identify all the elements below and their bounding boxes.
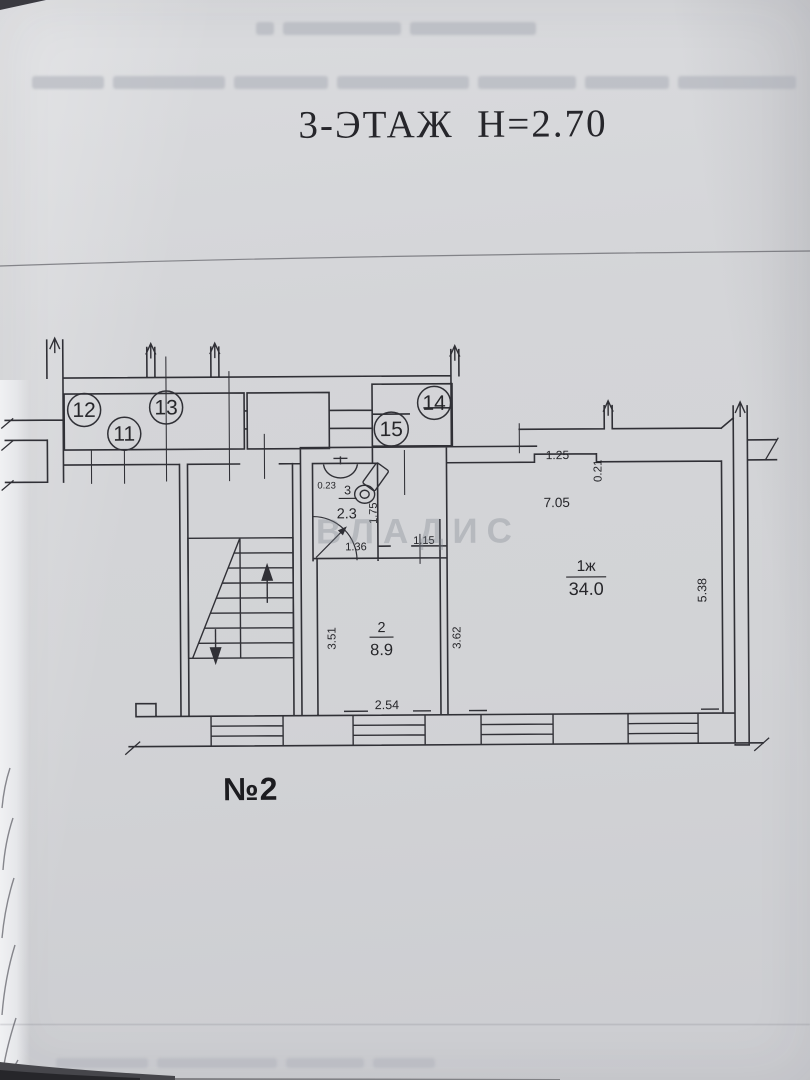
stairs-up-arrowhead [261, 562, 274, 581]
room-2-area: 8.9 [370, 641, 393, 659]
witness-lines [90, 356, 520, 564]
underlying-page-edge [0, 380, 30, 1080]
room-bath-number: 3 [344, 483, 351, 497]
room-badge-15 [373, 411, 410, 447]
bleed-through-text [32, 76, 796, 89]
room-number-15: 15 [380, 418, 403, 441]
dim-1-75: 1.75 [368, 502, 380, 523]
dim-1-15: 1.15 [413, 535, 434, 547]
dim-0-21: 0.21 [592, 460, 604, 482]
room-number-13: 13 [154, 396, 177, 419]
toilet-bowl-symbol [353, 484, 376, 504]
room-badge-13 [148, 390, 184, 425]
table-edge-shadow-dark [0, 1070, 140, 1080]
bleed-through-text [256, 22, 536, 35]
toilet-bowl-inner [359, 489, 370, 499]
page-boundary-line [0, 250, 810, 267]
window-symbols [210, 708, 719, 747]
room-living-area: 34.0 [569, 579, 604, 599]
paper-crease [0, 1024, 810, 1025]
toilet-tank-symbol [362, 462, 389, 492]
room-2-number: 2 [377, 620, 385, 636]
room-number-12: 12 [72, 399, 95, 422]
dim-3-62: 3.62 [451, 626, 463, 648]
dim-3-51: 3.51 [326, 627, 338, 649]
floor-plan-drawing: 12 13 11 14 15 1.25 0.21 7.05 5.38 0.23 … [0, 337, 779, 756]
bleed-through-text [56, 1058, 435, 1068]
staircase-symbol [187, 536, 295, 666]
walls [4, 339, 778, 748]
room-number-badges [66, 385, 452, 451]
door-leaf-arrowhead [337, 526, 347, 536]
room-numbers: 12 13 11 14 15 [72, 392, 446, 446]
dim-0-23: 0.23 [317, 480, 336, 491]
dim-1-25: 1.25 [546, 448, 570, 462]
fraction-rules [338, 497, 607, 638]
bathroom-fixtures [312, 456, 389, 561]
room-area-labels: 1ж 34.0 2 8.9 3 2.3 [337, 483, 604, 659]
room-number-14: 14 [422, 392, 446, 415]
dim-1-36: 1.36 [345, 541, 366, 553]
room-bath-area: 2.3 [337, 506, 357, 522]
door-leaf-line [315, 527, 346, 558]
room-badge-11 [107, 416, 142, 451]
room-living-number: 1ж [577, 558, 597, 575]
dim-2-54: 2.54 [375, 698, 399, 712]
dim-5-38: 5.38 [695, 578, 709, 602]
room-number-11: 11 [113, 423, 135, 446]
room-badge-14 [416, 385, 452, 421]
room-badge-12 [66, 392, 102, 428]
stairs-down-arrowhead [209, 647, 222, 666]
corner-shadow-top-left [0, 0, 46, 10]
dim-7-05: 7.05 [544, 495, 570, 510]
page-stack-curves [1, 767, 19, 1080]
sink-symbol [322, 456, 359, 479]
dimension-labels: 1.25 0.21 7.05 5.38 0.23 1.75 1.36 1.15 … [317, 448, 709, 712]
break-marks [0, 417, 779, 756]
